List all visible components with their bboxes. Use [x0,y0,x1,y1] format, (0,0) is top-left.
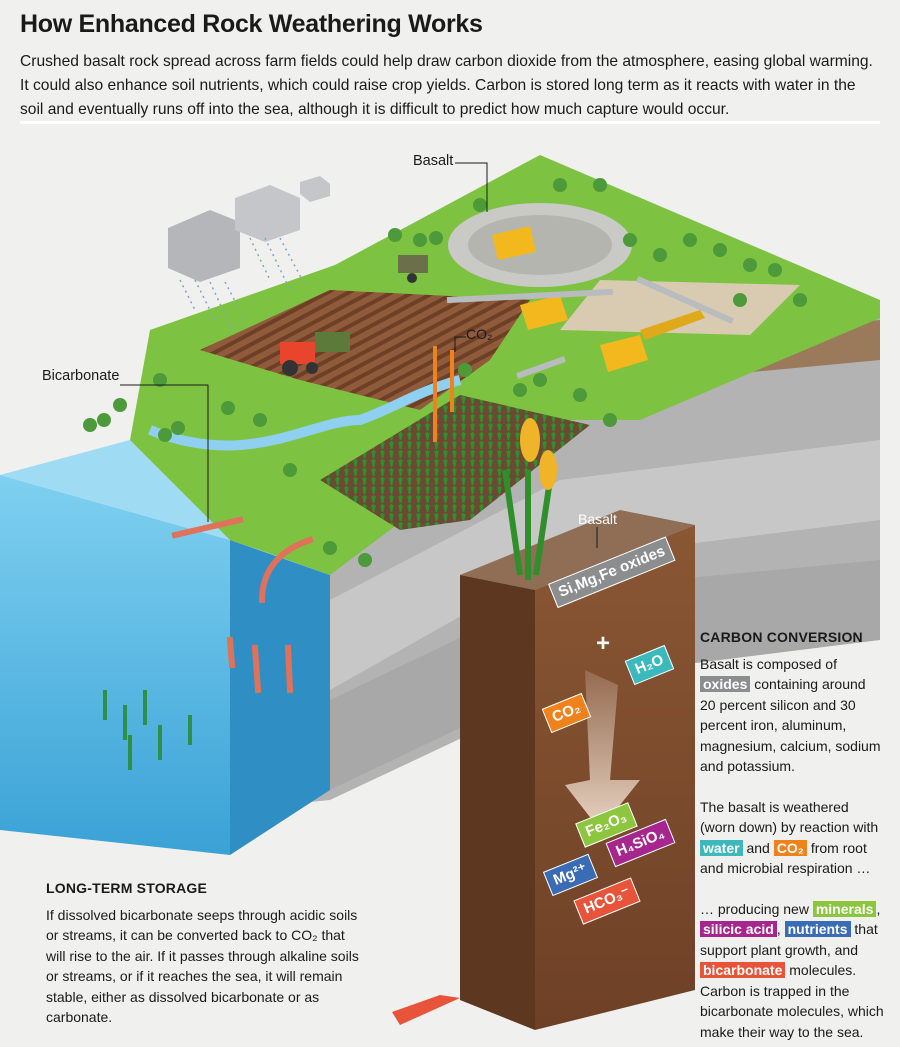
long-term-storage-heading: LONG-TERM STORAGE [46,880,208,896]
carbon-conversion-p1: Basalt is composed of oxides containing … [700,654,885,777]
trees [83,178,807,567]
long-term-storage-panel: LONG-TERM STORAGE If dissolved bicarbona… [46,878,366,1028]
title-divider [20,121,880,124]
dump-truck-icon [492,226,705,372]
p2-pre: The basalt is weathered (worn down) by r… [700,798,879,836]
p2-post: from root and microbial respiration … [700,839,871,877]
page-title: How Enhanced Rock Weathering Works [20,10,483,38]
p3-mid: that support plant growth, and [700,921,878,958]
p1-pre: Basalt is composed of [700,655,837,672]
leader-lines [120,162,598,548]
basalt-leader [455,162,488,212]
land-surface [130,155,880,575]
p3-pre: … producing new [700,900,809,917]
carbon-conversion-heading: CARBON CONVERSION [700,629,863,645]
chip-plus: + [596,630,611,657]
bicarbonate-leader [120,384,209,522]
long-term-storage-body: If dissolved bicarbonate seeps through a… [46,906,359,1026]
highlight-silicic-acid: silicic acid [700,921,777,937]
export-arrow [392,995,460,1025]
trailer-icon [398,255,428,283]
highlight-minerals: minerals [812,900,877,917]
carbon-conversion-p2: The basalt is weathered (worn down) by r… [700,797,885,879]
carbon-conversion-p3: … producing new minerals, silicic acid, … [700,900,884,1040]
flow-arrows [171,276,734,694]
tractor-icon [280,332,350,376]
highlight-oxides: oxides [700,676,751,692]
carbon-conversion-panel: CARBON CONVERSION Basalt is composed of … [700,627,885,1042]
highlight-bicarbonate: bicarbonate [700,962,786,978]
basalt-label: Basalt [413,153,454,169]
basalt-column-label: Basalt [578,511,617,527]
stream [148,375,462,451]
wheat-plant-icon [502,418,557,580]
p3-post: molecules. Carbon is trapped in the bica… [700,962,884,1040]
reaction-arrow [565,670,640,830]
co2-label: CO₂ [466,326,493,342]
bicarbonate-runoff-arrow [171,516,244,539]
highlight-water: water [700,839,743,856]
bicarbonate-label: Bicarbonate [42,368,120,384]
rain-cloud-icon [168,176,330,331]
p1-post: containing around 20 percent silicon and… [700,676,881,774]
intro-text: Crushed basalt rock spread across farm f… [20,53,873,118]
highlight-nutrients: nutrients [784,921,851,937]
seaweed [103,690,192,770]
p2-and: and [746,839,770,856]
basalt-flow-arrow [446,288,614,304]
highlight-co2: CO₂ [773,839,807,856]
